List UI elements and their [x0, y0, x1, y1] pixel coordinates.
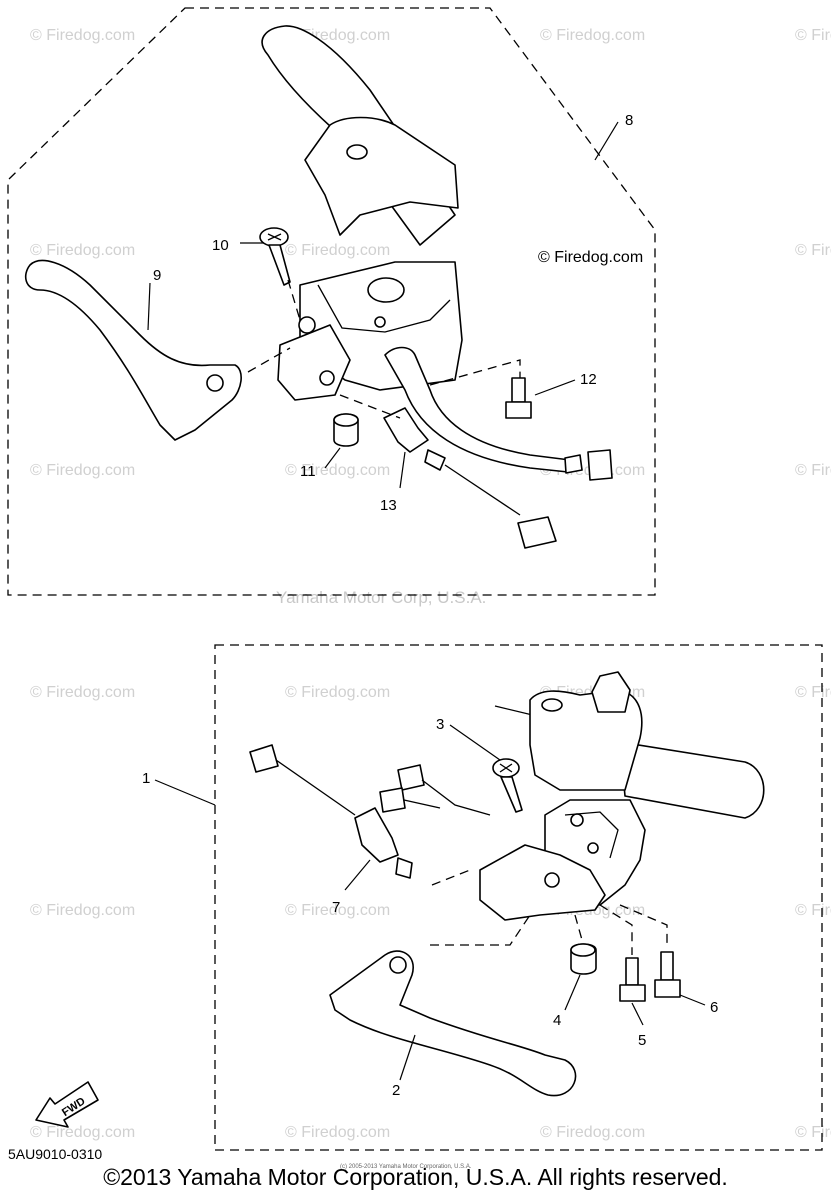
lever-pivot-hole: [206, 374, 224, 392]
watermark: © Firedog.com: [30, 1124, 135, 1141]
callout-leader: [594, 121, 619, 161]
nut-4: [570, 943, 597, 975]
master-cylinder-lower: [479, 799, 646, 921]
callout-leader: [154, 779, 216, 806]
watermark: © Firedog.com: [795, 684, 831, 701]
callout-6: 6: [710, 999, 718, 1016]
screw-10: [259, 227, 291, 286]
watermark: © Firedog.com: [285, 902, 390, 919]
wire-harness-lower: [379, 764, 491, 816]
assembly-leader: [430, 914, 531, 946]
callout-13: 13: [380, 497, 397, 514]
watermark: © Firedog.com: [30, 242, 135, 259]
master-cylinder-upper: [277, 261, 613, 481]
handlebar-upper: [261, 25, 459, 246]
callout-leader: [344, 859, 371, 891]
screw-3: [492, 758, 523, 813]
bolt-6: [654, 951, 681, 998]
watermark: © Firedog.com: [30, 462, 135, 479]
brake-lever-upper: [24, 259, 242, 441]
callout-3: 3: [436, 716, 444, 733]
fwd-arrow-icon: FWD: [35, 1081, 99, 1128]
callout-leader: [564, 974, 581, 1011]
assembly-leader: [287, 279, 301, 321]
callout-leader: [631, 1002, 644, 1026]
brake-switch-13: [383, 407, 557, 549]
callout-10: 10: [212, 237, 229, 254]
callout-leader: [324, 447, 341, 469]
callout-2: 2: [392, 1082, 400, 1099]
assembly-leader: [599, 904, 633, 955]
callout-4: 4: [553, 1012, 561, 1029]
watermark: © Firedog.com: [795, 242, 831, 259]
callout-leader: [399, 451, 406, 489]
callout-11: 11: [300, 463, 316, 480]
watermark: © Firedog.com: [795, 27, 831, 44]
callout-12: 12: [580, 371, 597, 388]
watermark: © Firedog.com: [30, 27, 135, 44]
lever-pivot-hole: [389, 956, 407, 974]
bolt-5: [619, 957, 646, 1002]
callout-leader: [399, 1034, 416, 1081]
watermark: © Firedog.com: [795, 902, 831, 919]
callout-leader: [147, 282, 151, 331]
callout-7: 7: [332, 899, 340, 916]
assembly-leader: [431, 869, 471, 886]
brake-lever-lower: [329, 950, 577, 1097]
bolt-12: [505, 377, 532, 419]
watermark: © Firedog.com: [795, 1124, 831, 1141]
assembly-8-outline: [7, 7, 656, 596]
watermark: © Firedog.com: [285, 462, 390, 479]
watermark: © Firedog.com: [795, 462, 831, 479]
callout-1: 1: [142, 770, 150, 787]
callout-9: 9: [153, 267, 161, 284]
tiny-copyright: (c) 2005-2013 Yamaha Motor Corporation, …: [340, 1164, 472, 1170]
callout-leader: [534, 379, 576, 396]
watermark: © Firedog.com: [285, 684, 390, 701]
watermark: © Firedog.com: [285, 242, 390, 259]
ghost-copyright: Yamaha Motor Corp, U.S.A.: [276, 588, 486, 607]
assembly-leader: [429, 359, 521, 386]
watermark-prominent: © Firedog.com: [538, 249, 643, 266]
brake-switch-7: [249, 744, 413, 879]
handlebar-lower: [494, 671, 765, 819]
watermark: © Firedog.com: [540, 27, 645, 44]
callout-leader: [679, 994, 706, 1006]
nut-11: [333, 413, 359, 447]
diagram-code: 5AU9010-0310: [8, 1146, 103, 1162]
callout-leader: [449, 724, 501, 761]
assembly-leader: [339, 394, 401, 419]
watermark: © Firedog.com: [540, 1124, 645, 1141]
assembly-leader: [247, 347, 291, 373]
watermark: © Firedog.com: [285, 1124, 390, 1141]
assembly-1-outline: [214, 644, 823, 1151]
callout-8: 8: [625, 112, 633, 129]
watermark: © Firedog.com: [30, 902, 135, 919]
copyright-notice: ©2013 Yamaha Motor Corporation, U.S.A. A…: [103, 1164, 728, 1190]
callout-5: 5: [638, 1032, 646, 1049]
assembly-leader: [574, 914, 583, 941]
watermark: © Firedog.com: [30, 684, 135, 701]
assembly-leader: [619, 904, 668, 948]
